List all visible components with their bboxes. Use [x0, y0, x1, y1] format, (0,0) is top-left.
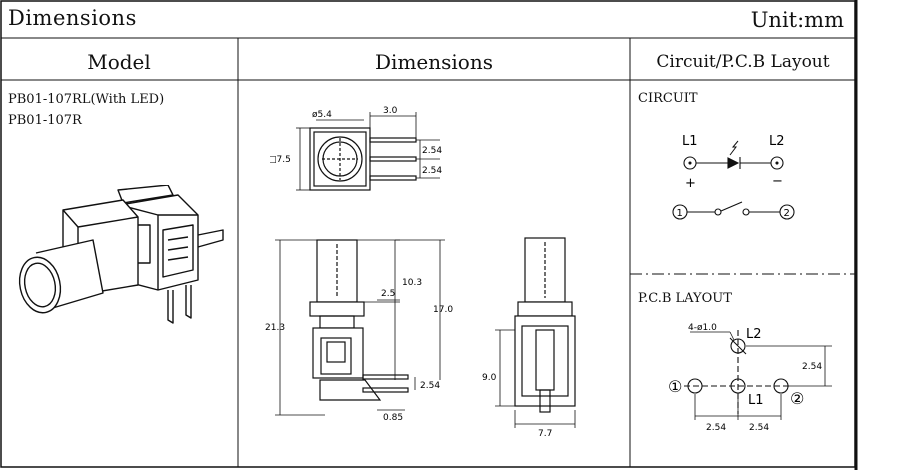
circuit-terminal-numbers: 1 2 [677, 208, 790, 219]
pcb-layout-diagram: 4-ø1.0 L2 L1 2.54 2.54 2.54 ① ② [668, 323, 832, 433]
dim-pitch-a: 2.54 [422, 146, 442, 156]
dim-height-total: 21.3 [265, 323, 285, 333]
pcb-pitch-horizontal-2: 2.54 [749, 423, 769, 433]
side-view-drawing: 9.0 7.7 [482, 237, 576, 439]
dim-square: □7.5 [270, 155, 291, 165]
circuit-section-title: CIRCUIT [638, 91, 698, 106]
circuit-terminal-2-number: 2 [784, 208, 790, 219]
dim-height-mid: 17.0 [433, 305, 453, 315]
circuit-l1-label: L1 [682, 134, 698, 149]
unit-label: Unit:mm [750, 8, 844, 32]
pcb-terminal-1: ① [668, 377, 682, 396]
dim-height-upper: 10.3 [402, 278, 422, 288]
dim-diameter: ø5.4 [312, 110, 332, 120]
circuit-terminal-1-number: 1 [677, 208, 683, 219]
circuit-minus-label: − [772, 174, 783, 189]
pcb-l1-label: L1 [748, 393, 764, 408]
dim-pin-extension: 3.0 [383, 106, 398, 116]
top-view-drawing: ø5.4 3.0 2.54 2.54 □7.5 [270, 106, 442, 191]
circuit-plus-label: + [685, 176, 696, 191]
circuit-terminal-1: ① [674, 206, 685, 220]
dim-pin-pitch-side: 2.54 [420, 381, 440, 391]
pcb-terminal-2: ② [790, 389, 804, 408]
pcb-holes-label: 4-ø1.0 [688, 323, 717, 333]
pcb-l2-label: L2 [746, 327, 762, 342]
dim-pin-thickness: 0.85 [383, 413, 403, 423]
dim-cap-offset: 2.5 [381, 289, 395, 299]
dim-width: 7.7 [538, 429, 552, 439]
dim-body-height: 9.0 [482, 373, 497, 383]
pcb-section-title: P.C.B LAYOUT [638, 291, 732, 306]
circuit-diagram: L1 L2 + − ① ② [672, 134, 795, 220]
column-header-circuit: Circuit/P.C.B Layout [656, 52, 830, 72]
dim-pitch-b: 2.54 [422, 166, 442, 176]
pcb-pitch-horizontal-1: 2.54 [706, 423, 726, 433]
product-illustration [18, 185, 224, 324]
column-header-dimensions: Dimensions [375, 50, 493, 74]
circuit-terminal-2: ② [781, 206, 792, 220]
model-name-led: PB01-107RL(With LED) [8, 92, 165, 107]
front-view-drawing: 10.3 2.5 17.0 21.3 2.54 0.85 [265, 239, 453, 423]
pcb-pitch-vertical: 2.54 [802, 362, 822, 372]
page-title: Dimensions [8, 6, 137, 30]
model-name-standard: PB01-107R [8, 113, 82, 128]
circuit-l2-label: L2 [769, 134, 785, 149]
column-header-model: Model [87, 50, 151, 74]
